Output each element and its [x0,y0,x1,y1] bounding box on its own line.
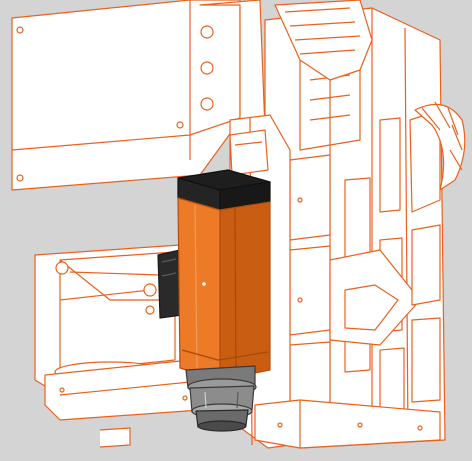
base-tray [34,244,201,448]
cable-chain [274,0,466,191]
top-housing [11,0,266,191]
spindle-motor [177,169,271,381]
bottom-rail [254,399,441,449]
right-frame-column [264,7,446,449]
spindle-collet [185,365,257,432]
